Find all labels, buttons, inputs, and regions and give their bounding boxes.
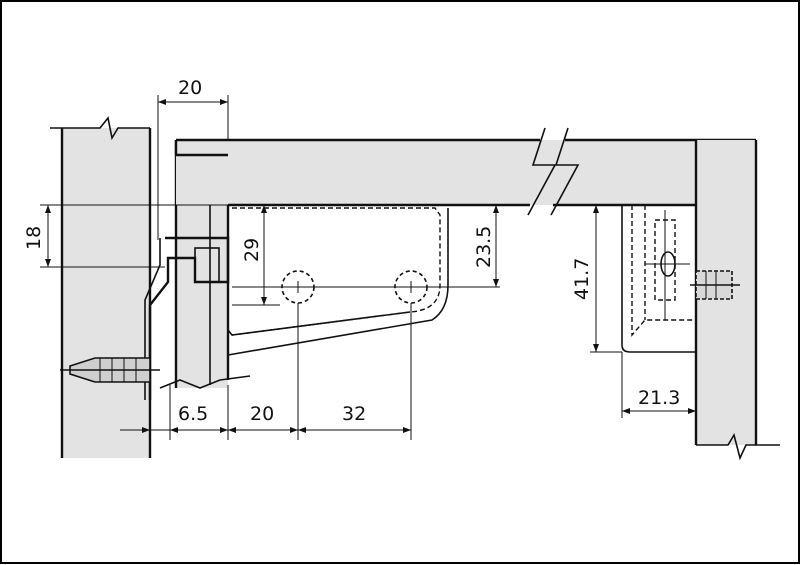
mounting-rail xyxy=(144,236,230,400)
dim-bracket-height-label: 23.5 xyxy=(473,226,495,268)
dim-left-height-label: 18 xyxy=(23,226,45,250)
dim-hole-spacing-label: 32 xyxy=(342,403,366,425)
dim-right-height-label: 41.7 xyxy=(571,258,593,300)
side-screw xyxy=(690,270,740,300)
dim-right-height: 41.7 xyxy=(571,204,622,353)
dim-top-width-label: 20 xyxy=(178,77,202,99)
dim-bracket-height: 23.5 xyxy=(448,204,502,287)
dim-left-height: 18 xyxy=(23,204,228,268)
dim-right-offset-label: 21.3 xyxy=(638,387,680,409)
bracket-plate xyxy=(227,207,449,356)
dim-top-width: 20 xyxy=(157,77,229,240)
top-panel xyxy=(174,127,756,216)
dim-right-offset: 21.3 xyxy=(621,352,697,418)
dim-bottom-chain: 6.5 20 32 xyxy=(120,303,412,440)
dim-hole-height-label: 29 xyxy=(241,238,263,262)
dim-offset-b-label: 20 xyxy=(250,403,274,425)
dim-offset-a-label: 6.5 xyxy=(178,403,208,425)
left-wall-panel xyxy=(50,116,152,458)
wall-screw xyxy=(60,357,160,383)
dim-hole-height: 29 xyxy=(232,205,280,306)
side-bracket xyxy=(621,205,696,353)
